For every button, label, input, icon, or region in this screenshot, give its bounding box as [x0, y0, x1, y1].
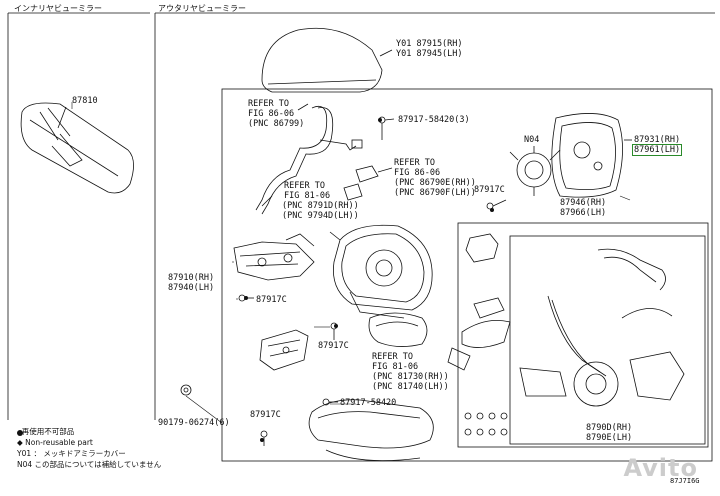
label-refer-3b[interactable]: FIG 81-06	[284, 191, 331, 201]
harness-frame	[509, 235, 706, 445]
bracket-drawing	[259, 329, 309, 371]
kit-parts-drawing	[447, 233, 511, 371]
legend-reuse: 再使用不可部品	[21, 427, 75, 436]
fasteners-drawing	[464, 412, 508, 436]
label-glass-rh[interactable]: 87931(RH)	[634, 135, 681, 145]
mirror-glass-drawing	[551, 113, 632, 198]
label-refer-1b[interactable]: FIG 86-06	[248, 109, 295, 119]
mirror-cover-drawing	[261, 27, 393, 93]
label-refer-3c: (PNC 8791D(RH))	[282, 201, 359, 211]
label-refer-1c: (PNC 86799)	[248, 119, 305, 129]
figure-code: 87J7I6G	[670, 477, 700, 485]
label-87940[interactable]: 87940(LH)	[168, 283, 215, 293]
label-refer-4a: REFER TO	[372, 352, 413, 362]
label-90179[interactable]: 90179-06274(6)	[158, 418, 230, 428]
label-glass-lh[interactable]: 87961(LH)	[632, 144, 683, 156]
kit-harness-drawing	[519, 248, 685, 407]
nonreusable-markers	[17, 118, 494, 442]
nonreusable-icon: ◆	[17, 438, 23, 447]
label-87946[interactable]: 87946(RH)	[560, 198, 607, 208]
legend: 再使用不可部品 ◆ Non-reusable part Y01 ： メッキドアミ…	[17, 426, 161, 470]
label-n04[interactable]: N04	[524, 135, 540, 145]
label-8790e[interactable]: 8790E(LH)	[586, 433, 633, 443]
label-87917-58420-3[interactable]: 87917-58420(3)	[398, 115, 470, 125]
label-refer-4b[interactable]: FIG 81-06	[372, 362, 419, 372]
motor-connector-drawing	[343, 165, 393, 201]
label-87910[interactable]: 87910(RH)	[168, 273, 215, 283]
label-8790d[interactable]: 8790D(RH)	[586, 423, 633, 433]
label-refer-2d: (PNC 86790F(LH))	[394, 188, 476, 198]
label-87917c-a[interactable]: 87917C	[474, 185, 505, 195]
label-refer-2b[interactable]: FIG 86-06	[394, 168, 441, 178]
interior-mirror-header: インナリヤビューミラー	[14, 4, 102, 13]
label-cover-rh[interactable]: Y01 87915(RH)	[396, 39, 463, 49]
legend-n04: N04 この部品については補給していません	[17, 460, 162, 469]
label-87917-58420[interactable]: 87917-58420	[340, 398, 397, 408]
assembly-frame	[221, 88, 713, 462]
label-87966[interactable]: 87966(LH)	[560, 208, 607, 218]
label-refer-4d: (PNC 81740(LH))	[372, 382, 449, 392]
label-87917c-d[interactable]: 87917C	[250, 410, 281, 420]
label-refer-1a: REFER TO	[248, 99, 289, 109]
kit-frame	[457, 222, 709, 448]
harness-drawing-top	[255, 103, 363, 215]
mirror-base-drawing	[233, 233, 315, 281]
label-refer-3d: (PNC 9794D(LH))	[282, 211, 359, 221]
mirror-housing-drawing	[329, 224, 433, 319]
motor-drawing	[509, 146, 561, 196]
legend-y01: Y01 ： メッキドアミラーカバー	[17, 449, 126, 458]
label-87917c-c[interactable]: 87917C	[318, 341, 349, 351]
label-refer-2c: (PNC 86790E(RH))	[394, 178, 476, 188]
label-87810[interactable]: 87810	[72, 96, 98, 106]
lower-cover-drawing	[308, 399, 434, 462]
legend-nonreuse: ◆ Non-reusable part	[17, 438, 93, 447]
label-refer-4c: (PNC 81730(RH))	[372, 372, 449, 382]
turn-signal-drawing	[368, 312, 428, 347]
exterior-mirror-header: アウタリヤビューミラー	[158, 4, 246, 13]
label-cover-lh[interactable]: Y01 87945(LH)	[396, 49, 463, 59]
label-refer-2a: REFER TO	[394, 158, 435, 168]
watermark: Avito	[623, 454, 698, 482]
label-refer-3a: REFER TO	[284, 181, 325, 191]
label-87917c-b[interactable]: 87917C	[256, 295, 287, 305]
interior-mirror-drawing	[20, 102, 134, 194]
